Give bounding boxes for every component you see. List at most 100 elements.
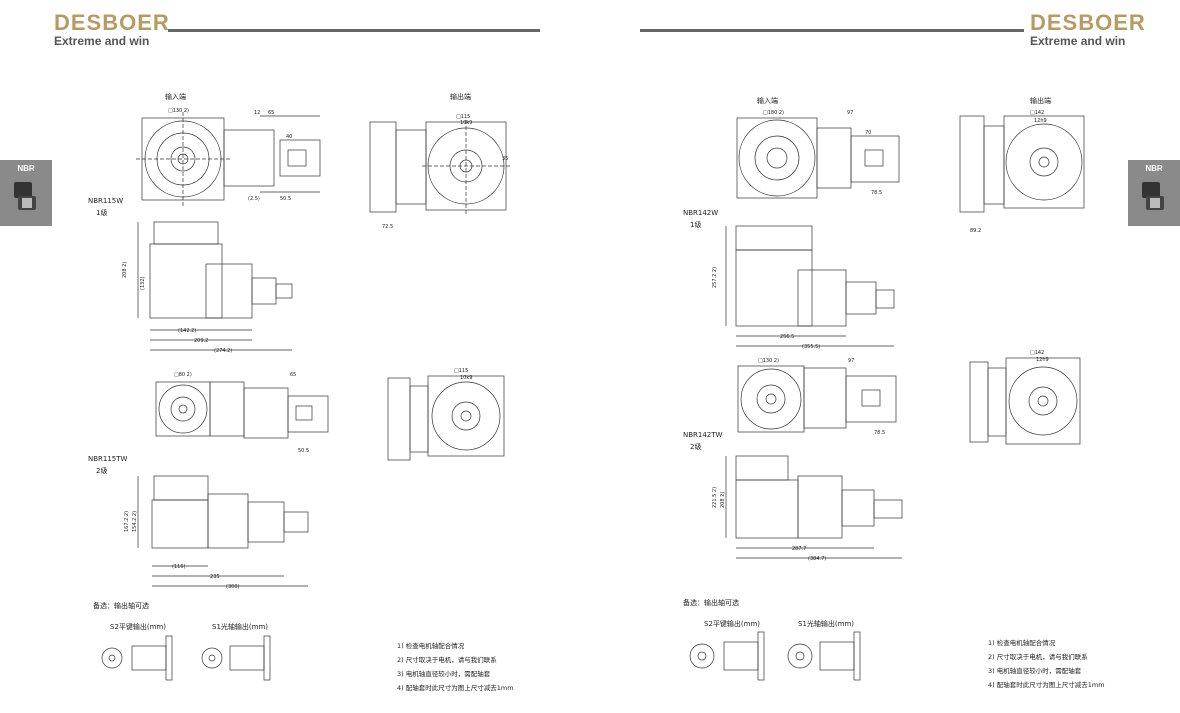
- dim-70: 70: [865, 130, 871, 136]
- dim-2-5: (2.5): [248, 196, 260, 202]
- note-2: 2) 尺寸取决于电机，请与我们联系: [988, 653, 1088, 661]
- dim-50-5: 50.5: [298, 448, 309, 454]
- dim-square: □115: [456, 114, 470, 120]
- s1-smooth-shaft-label: S1光轴输出(mm): [798, 620, 854, 628]
- brand-logo-right: DESBOER Extreme and win: [1030, 10, 1146, 49]
- side-tab-left: NBR: [0, 160, 52, 226]
- dim-355: (355.5): [802, 344, 820, 350]
- dim-height: 221.5 2): [712, 487, 718, 508]
- gearbox-product-icon: [1142, 182, 1164, 210]
- nbr115tw-output-view: □115 10k9: [387, 368, 505, 461]
- dim-key: 12h9: [1036, 357, 1049, 363]
- dim-132: (132): [140, 277, 146, 290]
- nbr142tw-side-view: 221.5 2) 208 2) 287.7 (384.7): [712, 455, 903, 562]
- dim-89-2: 89.2: [970, 228, 981, 234]
- gearbox-product-icon: [14, 182, 36, 210]
- optional-shaft-label: 备选：输出轴可选: [93, 602, 149, 610]
- dim-height-2: 154.2 2): [132, 511, 138, 532]
- s1-smooth-shaft-label: S1光轴输出(mm): [212, 623, 268, 631]
- nbr142w-input-view: □180 2) 97 70 78.5: [736, 110, 900, 199]
- header-rule-right: [640, 29, 1024, 32]
- s2-key-shaft-drawing: [101, 635, 173, 681]
- dim-height: 208 2): [122, 262, 128, 278]
- dim-height-2: 208 2): [720, 492, 726, 508]
- input-end-label: 输入端: [165, 93, 186, 101]
- dim-287: 287.7: [792, 546, 806, 552]
- nbr115w-side-view: 208 2) (132) (142.2) 209.2 (274.2): [122, 221, 293, 354]
- nbr115w-input-view: □130 2) 65 12 40 50.5 (2.5): [136, 108, 321, 206]
- dim-116: (116): [172, 564, 185, 570]
- brand-name: DESBOER: [1030, 10, 1146, 35]
- dim-key: 10k9: [460, 375, 472, 381]
- dim-square: □80 2): [174, 372, 192, 378]
- model-label: NBR142W: [683, 209, 719, 217]
- stage-label: 2级: [96, 467, 108, 475]
- dim-65: 65: [290, 372, 296, 378]
- brand-name: DESBOER: [54, 10, 170, 35]
- dim-square: □142: [1030, 110, 1044, 116]
- dim-209: 209.2: [194, 338, 208, 344]
- note-3: 3) 电机轴直径较小时，需配轴套: [988, 667, 1082, 675]
- note-3: 3) 电机轴直径较小时，需配轴套: [397, 670, 491, 678]
- note-4: 4) 配轴套时此尺寸为图上尺寸减去1mm: [988, 681, 1105, 689]
- model-label: NBR142TW: [683, 431, 723, 439]
- nbr142tw-input-view: □130 2) 97 78.5: [737, 358, 897, 436]
- s2-key-shaft-label: S2平键输出(mm): [704, 620, 760, 628]
- output-end-label: 输出端: [450, 93, 471, 101]
- dim-square: □115: [454, 368, 468, 374]
- s1-smooth-shaft-drawing: [201, 635, 271, 681]
- dim-300: (300): [226, 584, 239, 590]
- nbr142tw-output-view: □142 12h9: [969, 350, 1081, 445]
- model-label: NBR115TW: [88, 455, 128, 463]
- model-label: NBR115W: [88, 197, 124, 205]
- dim-square: □180 2): [763, 110, 784, 116]
- dim-square: □130 2): [168, 108, 189, 114]
- note-1: 1) 检查电机轴配合情况: [988, 639, 1056, 647]
- nbr115tw-side-view: 167.2 2) 154.2 2) (116) 235 (300): [124, 475, 309, 590]
- note-1: 1) 检查电机轴配合情况: [397, 642, 465, 650]
- note-2: 2) 尺寸取决于电机，请与我们联系: [397, 656, 497, 664]
- dim-40: 40: [286, 134, 292, 140]
- s1-smooth-shaft-drawing: [787, 631, 861, 681]
- dim-274: (274.2): [214, 348, 232, 354]
- s2-key-shaft-drawing: [689, 631, 765, 681]
- stage-label: 2级: [690, 443, 702, 451]
- nbr115tw-input-view: □80 2) 65 50.5: [155, 372, 329, 454]
- stage-label: 1级: [96, 209, 108, 217]
- dim-key: 10k9: [460, 120, 472, 126]
- dim-72-5: 72.5: [382, 224, 393, 230]
- dim-12: 12: [254, 110, 260, 116]
- optional-shaft-label: 备选：输出轴可选: [683, 599, 739, 607]
- dim-square: □142: [1030, 350, 1044, 356]
- dim-35: 35: [502, 156, 508, 162]
- brand-tagline: Extreme and win: [54, 34, 150, 48]
- dim-78-5: 78.5: [871, 190, 882, 196]
- dim-97: 97: [847, 110, 853, 116]
- dim-384: (384.7): [808, 556, 826, 562]
- brand-tagline: Extreme and win: [1030, 34, 1126, 48]
- nbr142w-side-view: 257.2 2) 256.5 (355.5): [712, 225, 895, 350]
- dim-square: □130 2): [758, 358, 779, 364]
- header-rule-left: [168, 29, 540, 32]
- dim-97: 97: [848, 358, 854, 364]
- output-end-label: 输出端: [1030, 97, 1051, 105]
- stage-label: 1级: [690, 221, 702, 229]
- side-tab-right: NBR: [1128, 160, 1180, 226]
- side-tab-label: NBR: [1145, 164, 1163, 173]
- dim-142: (142.2): [178, 328, 196, 334]
- s2-key-shaft-label: S2平键输出(mm): [110, 623, 166, 631]
- dim-78-5: 78.5: [874, 430, 885, 436]
- dim-235: 235: [210, 574, 220, 580]
- input-end-label: 输入端: [757, 97, 778, 105]
- note-4: 4) 配轴套时此尺寸为图上尺寸减去1mm: [397, 684, 514, 692]
- side-tab-label: NBR: [17, 164, 35, 173]
- dim-65: 65: [268, 110, 274, 116]
- brand-logo-left: DESBOER Extreme and win: [54, 10, 170, 49]
- dim-height: 167.2 2): [124, 511, 130, 532]
- dim-key: 12h9: [1034, 118, 1047, 124]
- dim-256: 256.5: [780, 334, 794, 340]
- dim-height: 257.2 2): [712, 267, 718, 288]
- dim-50-5: 50.5: [280, 196, 291, 202]
- nbr142w-output-view: □142 12h9 89.2: [959, 110, 1085, 234]
- nbr115w-output-view: □115 10k9 35 72.5: [369, 114, 510, 230]
